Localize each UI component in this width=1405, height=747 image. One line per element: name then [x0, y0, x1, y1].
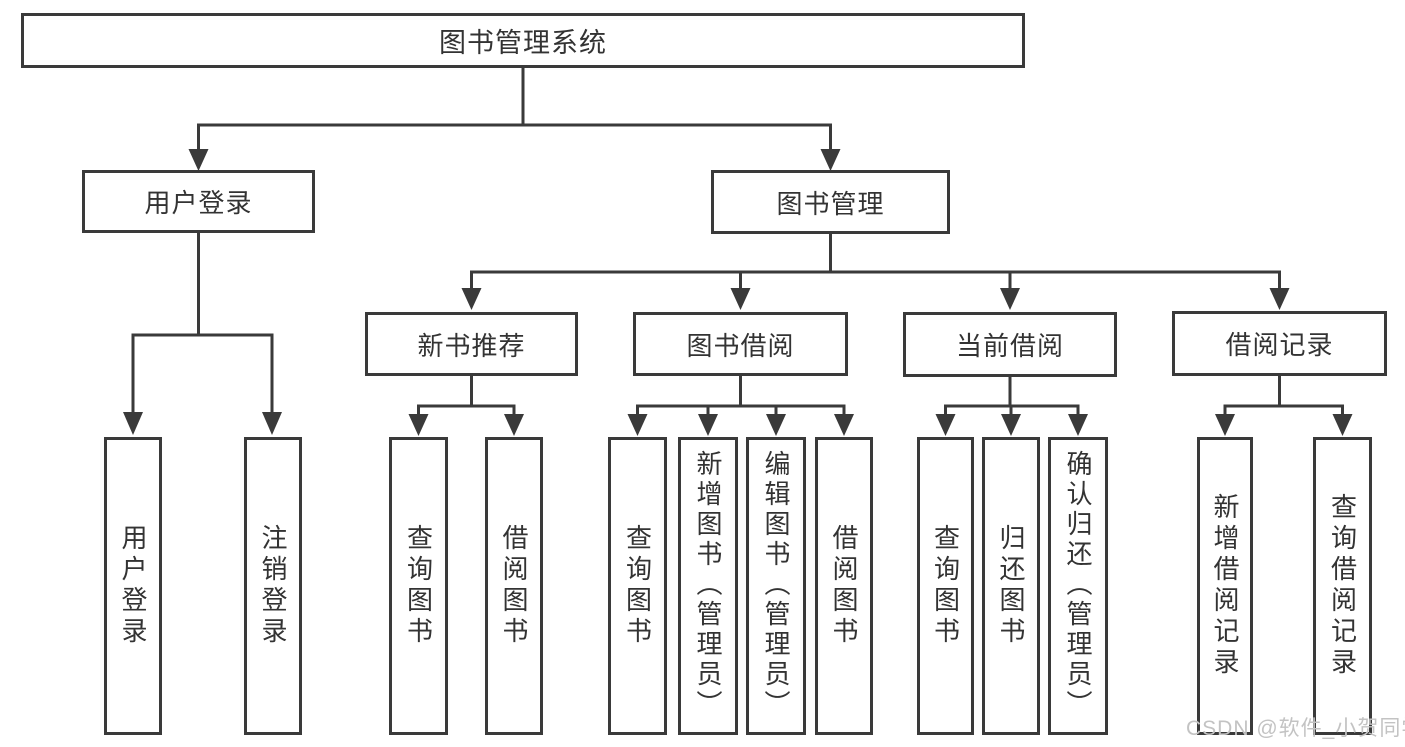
leaf-current-return-label: 归还图书	[996, 524, 1026, 648]
leaf-newbook-borrow: 借阅图书	[485, 437, 543, 735]
node-user-login-label: 用户登录	[144, 188, 253, 218]
leaf-record-add: 新增借阅记录	[1197, 437, 1253, 735]
connector-user-login	[123, 233, 282, 435]
node-new-book-rec: 新书推荐	[365, 312, 578, 376]
node-borrow-record: 借阅记录	[1172, 311, 1387, 376]
node-borrow-record-label: 借阅记录	[1225, 330, 1334, 360]
leaf-borrow-query: 查询图书	[608, 437, 667, 735]
leaf-current-confirm-admin-label: 确认归还（管理员）	[1063, 450, 1093, 720]
leaf-record-query-label: 查询借阅记录	[1327, 493, 1358, 679]
leaf-current-query-label: 查询图书	[930, 524, 961, 648]
leaf-newbook-borrow-label: 借阅图书	[499, 524, 529, 648]
leaf-current-return: 归还图书	[982, 437, 1040, 735]
connector-book-borrow	[627, 376, 854, 436]
leaf-current-query: 查询图书	[917, 437, 974, 735]
leaf-record-add-label: 新增借阅记录	[1210, 493, 1240, 679]
watermark: CSDN @软件_小贺同学	[1186, 717, 1405, 740]
leaf-borrow-borrow: 借阅图书	[815, 437, 873, 735]
leaf-logout-label: 注销登录	[258, 524, 288, 648]
leaf-current-confirm-admin: 确认归还（管理员）	[1048, 437, 1108, 735]
leaf-newbook-query-label: 查询图书	[403, 524, 434, 648]
leaf-borrow-add-admin: 新增图书（管理员）	[678, 437, 738, 735]
leaf-borrow-edit-admin-label: 编辑图书（管理员）	[761, 450, 791, 720]
leaf-newbook-query: 查询图书	[389, 437, 448, 735]
connector-root	[188, 68, 841, 171]
leaf-borrow-add-admin-label: 新增图书（管理员）	[693, 450, 723, 720]
leaf-record-query: 查询借阅记录	[1313, 437, 1372, 735]
node-current-borrow-label: 当前借阅	[955, 331, 1064, 361]
leaf-user-login: 用户登录	[104, 437, 162, 735]
connector-new-book	[408, 376, 524, 436]
leaf-user-login-label: 用户登录	[118, 524, 148, 648]
connector-borrow-record	[1215, 376, 1353, 436]
leaf-logout: 注销登录	[244, 437, 302, 735]
node-root: 图书管理系统	[21, 13, 1025, 68]
node-new-book-rec-label: 新书推荐	[417, 330, 526, 361]
node-book-mgmt: 图书管理	[711, 170, 950, 234]
connector-book-mgmt	[461, 234, 1290, 310]
leaf-borrow-borrow-label: 借阅图书	[829, 524, 859, 648]
connector-current-borrow	[935, 377, 1088, 436]
node-user-login: 用户登录	[82, 170, 315, 233]
node-root-label: 图书管理系统	[439, 28, 607, 58]
node-book-mgmt-label: 图书管理	[776, 188, 885, 219]
leaf-borrow-query-label: 查询图书	[622, 524, 653, 648]
node-book-borrow: 图书借阅	[633, 312, 848, 376]
leaf-borrow-edit-admin: 编辑图书（管理员）	[746, 437, 806, 735]
node-book-borrow-label: 图书借阅	[686, 330, 795, 361]
node-current-borrow: 当前借阅	[903, 312, 1117, 377]
